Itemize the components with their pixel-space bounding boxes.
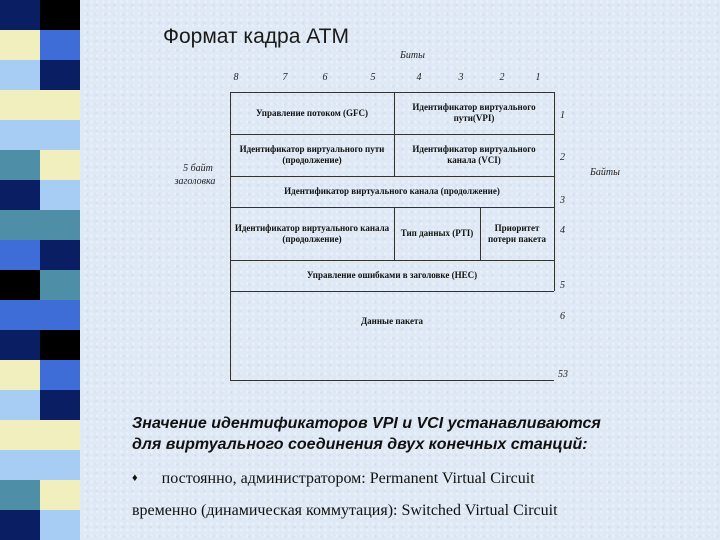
mosaic-tile — [0, 360, 40, 390]
mosaic-tile — [40, 30, 80, 60]
frame-line — [230, 260, 554, 261]
mosaic-tile — [40, 390, 80, 420]
mosaic-tile — [40, 120, 80, 150]
frame-line — [554, 92, 555, 291]
mosaic-tile — [40, 300, 80, 330]
byte-number: 1 — [560, 110, 565, 121]
mosaic-tile — [40, 240, 80, 270]
frame-row-payload: Данные пакета — [230, 291, 554, 351]
caption: Значение идентификаторов VPI и VCI устан… — [132, 413, 692, 455]
byte-number: 5 — [560, 280, 565, 291]
bullet-item-svc: временно (динамическая коммутация): Swit… — [132, 502, 558, 519]
frame-line — [394, 207, 395, 260]
mosaic-tile — [40, 510, 80, 540]
payload-field: Данные пакета — [360, 315, 423, 326]
mosaic-tile — [40, 90, 80, 120]
mosaic-tile — [0, 300, 40, 330]
frame-line — [230, 380, 554, 381]
bit-number: 5 — [370, 72, 376, 83]
mosaic-tile — [40, 420, 80, 450]
mosaic-tile — [0, 420, 40, 450]
mosaic-tile — [40, 0, 80, 30]
vci-continued-field: Идентификатор виртуального канала (продо… — [234, 222, 390, 244]
mosaic-tile — [0, 210, 40, 240]
mosaic-tile — [0, 390, 40, 420]
mosaic-tile — [0, 240, 40, 270]
hec-field: Управление ошибками в заголовке (HEC) — [306, 270, 478, 280]
mosaic-tile — [40, 330, 80, 360]
frame-line — [230, 92, 231, 380]
frame-line — [230, 291, 554, 292]
mosaic-tile — [0, 60, 40, 90]
frame-line — [230, 134, 554, 135]
bullet-item-pvc-text: постоянно, администратором: Permanent Vi… — [161, 470, 535, 487]
frame-line — [230, 92, 554, 93]
frame-row-1: Управление потоком (GFC) Идентификатор в… — [230, 92, 554, 134]
bit-number: 1 — [535, 72, 541, 83]
vci-field: Идентификатор виртуального канала (VCI) — [412, 144, 536, 165]
frame-row-4: Идентификатор виртуального канала (продо… — [230, 207, 554, 260]
bit-number: 8 — [233, 72, 239, 83]
mosaic-tile — [0, 330, 40, 360]
vpi-continued-field: Идентификатор виртуального пути (продолж… — [239, 144, 385, 165]
bit-number: 4 — [416, 72, 422, 83]
bullet-item-pvc: ♦ постоянно, администратором: Permanent V… — [132, 470, 535, 488]
byte-number: 3 — [560, 195, 565, 206]
atm-cell-frame: Управление потоком (GFC) Идентификатор в… — [230, 92, 555, 381]
decorative-mosaic-strip — [0, 0, 80, 540]
mosaic-tile — [40, 210, 80, 240]
frame-line — [480, 207, 481, 260]
clp-field: Приоритет потери пакета — [487, 222, 547, 244]
frame-line — [394, 92, 395, 176]
mosaic-tile — [0, 150, 40, 180]
mosaic-tile — [40, 480, 80, 510]
mosaic-tile — [0, 480, 40, 510]
bytes-label: Байты — [590, 167, 620, 178]
frame-row-5: Управление ошибками в заголовке (HEC) — [230, 260, 554, 291]
mosaic-tile — [40, 150, 80, 180]
header-size-label-line2: заголовка — [174, 176, 216, 187]
byte-number: 6 — [560, 311, 565, 322]
mosaic-tile — [0, 90, 40, 120]
caption-line-1: Значение идентификаторов VPI и VCI устан… — [132, 415, 601, 432]
mosaic-tile — [0, 450, 40, 480]
gfc-field: Управление потоком (GFC) — [255, 107, 369, 118]
frame-line — [230, 176, 554, 177]
bit-number: 3 — [458, 72, 464, 83]
caption-line-2: для виртуального соединения двух конечны… — [132, 436, 588, 453]
mosaic-tile — [40, 450, 80, 480]
byte-number: 2 — [560, 152, 565, 163]
bit-number: 2 — [499, 72, 505, 83]
frame-row-3: Идентификатор виртуального канала (продо… — [230, 176, 554, 207]
pti-field: Тип данных (PTI) — [400, 228, 474, 238]
mosaic-tile — [40, 360, 80, 390]
diamond-bullet-icon: ♦ — [132, 472, 138, 484]
vci-continued-field: Идентификатор виртуального канала (продо… — [284, 186, 500, 196]
byte-number: 4 — [560, 225, 565, 236]
bit-number: 6 — [322, 72, 328, 83]
header-size-label-line1: 5 байт — [183, 163, 213, 174]
mosaic-tile — [0, 120, 40, 150]
mosaic-tile — [0, 510, 40, 540]
mosaic-tile — [40, 60, 80, 90]
bit-number: 7 — [282, 72, 288, 83]
mosaic-tile — [40, 270, 80, 300]
vpi-field: Идентификатор виртуального пути(VPI) — [412, 102, 536, 123]
mosaic-tile — [40, 180, 80, 210]
slide-title: Формат кадра ATM — [163, 25, 349, 48]
frame-line — [230, 207, 554, 208]
mosaic-tile — [0, 270, 40, 300]
bits-label: Биты — [400, 50, 425, 61]
mosaic-tile — [0, 30, 40, 60]
byte-number: 53 — [558, 369, 568, 380]
mosaic-tile — [0, 0, 40, 30]
frame-row-2: Идентификатор виртуального пути (продолж… — [230, 134, 554, 176]
mosaic-tile — [0, 180, 40, 210]
